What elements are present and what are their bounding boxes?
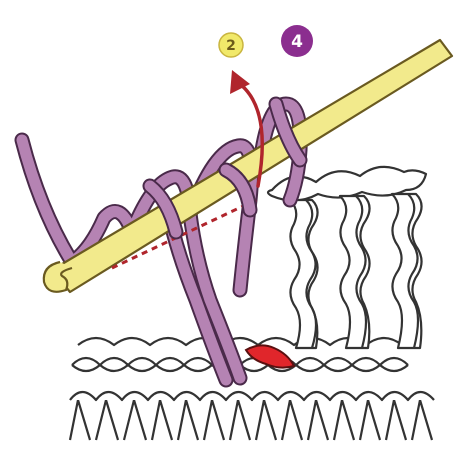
yarn-over-hook	[150, 104, 300, 232]
step-marker-4: 4	[281, 25, 313, 57]
step-marker-2: 2	[219, 33, 243, 57]
step-marker-2-label: 2	[226, 38, 236, 54]
step-marker-4-label: 4	[291, 32, 303, 52]
